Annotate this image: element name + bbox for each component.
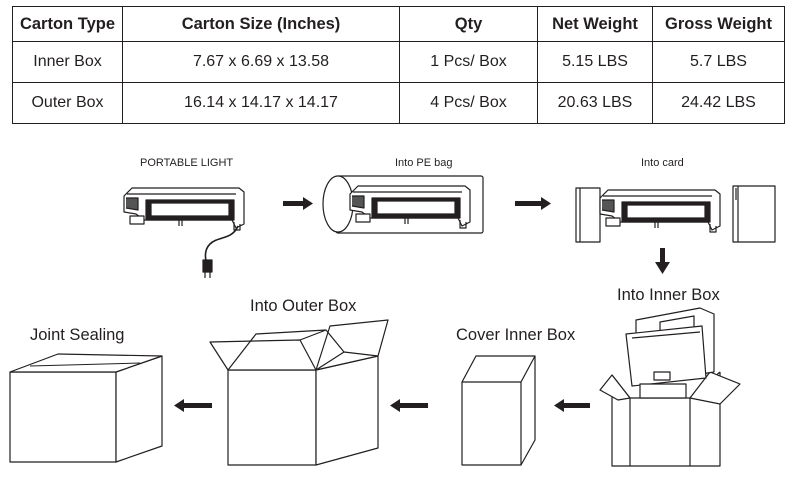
sealed-outer-box-illustration (9, 353, 163, 463)
table-row: Outer Box 16.14 x 14.17 x 14.17 4 Pcs/ B… (12, 82, 785, 124)
portable-light-illustration (123, 187, 245, 278)
cell-net-weight: 20.63 LBS (537, 82, 653, 124)
arrow-left-icon (554, 399, 590, 412)
table-row: Inner Box 7.67 x 6.69 x 13.58 1 Pcs/ Box… (12, 41, 785, 83)
packaging-spec-table: Carton Type Carton Size (Inches) Qty Net… (12, 6, 785, 124)
header-carton-type: Carton Type (12, 6, 123, 42)
table-header-row: Carton Type Carton Size (Inches) Qty Net… (12, 6, 785, 42)
label-into-outer-box: Into Outer Box (250, 297, 357, 315)
open-outer-box-illustration (209, 319, 389, 466)
cell-gross-weight: 24.42 LBS (652, 82, 785, 124)
label-into-inner-box: Into Inner Box (617, 286, 720, 304)
header-net-weight: Net Weight (537, 6, 653, 42)
label-portable-light: PORTABLE LIGHT (140, 157, 234, 169)
closed-inner-box-illustration (461, 355, 536, 466)
arrow-right-icon (283, 197, 313, 210)
arrow-left-icon (390, 399, 428, 412)
header-gross-weight: Gross Weight (652, 6, 785, 42)
cell-qty: 1 Pcs/ Box (399, 41, 538, 83)
arrow-down-icon (655, 248, 670, 274)
label-into-pe-bag: Into PE bag (395, 157, 453, 169)
card-insert-illustration (575, 185, 776, 243)
header-carton-size: Carton Size (Inches) (122, 6, 400, 42)
cell-gross-weight: 5.7 LBS (652, 41, 785, 83)
cell-carton-size: 7.67 x 6.69 x 13.58 (122, 41, 400, 83)
arrow-left-icon (174, 399, 212, 412)
arrow-right-icon (515, 197, 551, 210)
cell-carton-type: Outer Box (12, 82, 123, 124)
cell-qty: 4 Pcs/ Box (399, 82, 538, 124)
inner-box-illustration (599, 307, 741, 467)
cell-net-weight: 5.15 LBS (537, 41, 653, 83)
label-cover-inner-box: Cover Inner Box (456, 326, 576, 344)
label-into-card: Into card (641, 157, 684, 169)
label-joint-sealing: Joint Sealing (30, 326, 125, 344)
cell-carton-size: 16.14 x 14.17 x 14.17 (122, 82, 400, 124)
pe-bag-illustration (322, 175, 484, 234)
